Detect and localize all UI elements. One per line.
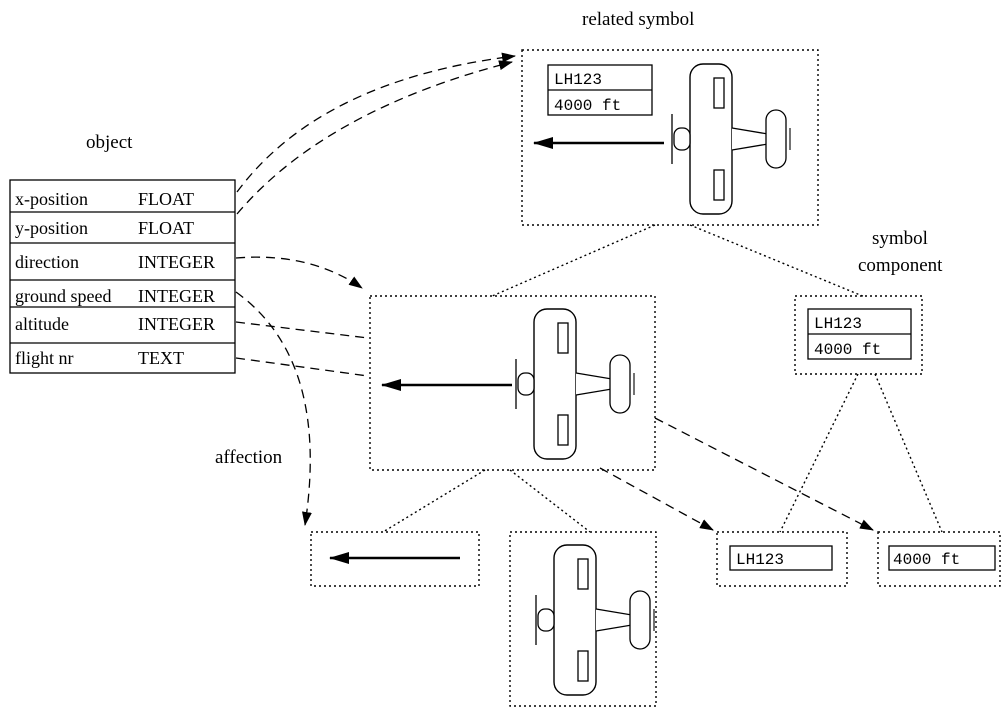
attr-type-ground-speed: INTEGER: [138, 286, 215, 306]
attr-name-flight-nr: flight nr: [15, 348, 74, 368]
related-symbol-plane-icon: [671, 63, 791, 215]
related-symbol-flight-label: LH123 4000 ft: [547, 64, 653, 116]
symbol-component-flight-label: LH123 4000 ft: [807, 308, 912, 360]
attr-type-altitude: INTEGER: [138, 314, 215, 334]
altitude-component-text: 4000 ft: [893, 551, 960, 569]
symbol-component-altitude: 4000 ft: [814, 341, 881, 359]
plane-symbol-plane-icon: [515, 308, 635, 460]
symbol-component-label-line2: component: [858, 255, 943, 276]
attr-type-flight-nr: TEXT: [138, 348, 184, 368]
related-symbol-label: related symbol: [582, 9, 694, 30]
object-label: object: [86, 132, 133, 153]
related-symbol-altitude: 4000 ft: [554, 97, 621, 115]
object-attribute-table: x-position FLOAT y-position FLOAT direct…: [9, 179, 236, 374]
symbol-component-frame: [794, 295, 923, 375]
related-symbol-flight-number: LH123: [554, 71, 602, 89]
flight-number-component-text: LH123: [736, 551, 784, 569]
altitude-component-box: 4000 ft: [888, 545, 996, 571]
flight-number-component-frame: [716, 531, 848, 587]
affection-arrows: [235, 52, 874, 531]
altitude-component-frame: [877, 531, 1001, 587]
attr-name-y-position: y-position: [15, 218, 88, 238]
flight-number-component-box: LH123: [729, 545, 833, 571]
attr-name-x-position: x-position: [15, 189, 88, 209]
attr-type-direction: INTEGER: [138, 252, 215, 272]
attr-type-y-position: FLOAT: [138, 218, 194, 238]
plane-symbol-frame: [369, 295, 656, 471]
symbol-component-flight-number: LH123: [814, 315, 862, 333]
symbol-component-label-line1: symbol: [872, 228, 928, 249]
attr-type-x-position: FLOAT: [138, 189, 194, 209]
plane-component-plane-icon: [535, 544, 655, 696]
direction-arrow-component-frame: [310, 531, 480, 587]
attr-name-ground-speed: ground speed: [15, 286, 111, 306]
attr-name-altitude: altitude: [15, 314, 69, 334]
attr-name-direction: direction: [15, 252, 79, 272]
affection-label: affection: [215, 447, 283, 468]
